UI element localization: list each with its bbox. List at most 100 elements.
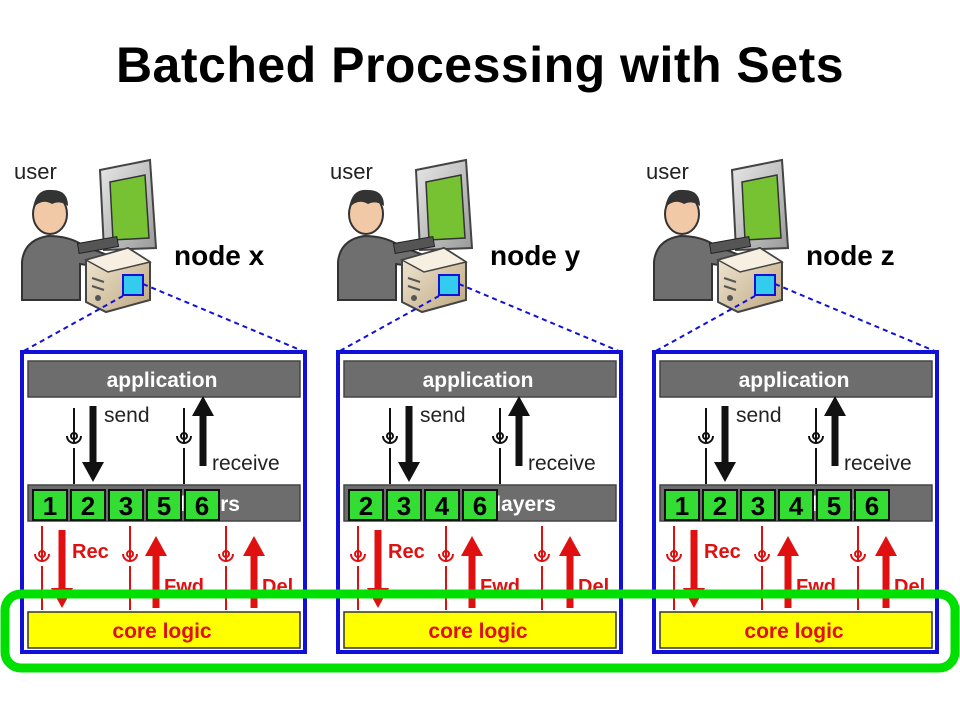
- fwd-arrow-head: [777, 536, 799, 556]
- application-label: application: [739, 369, 850, 392]
- set-item-label: 4: [789, 491, 804, 521]
- red-antenna-dot: [854, 550, 862, 558]
- red-antenna-cup: [122, 553, 138, 562]
- set-item-box: [348, 489, 384, 521]
- server-top: [716, 247, 784, 273]
- red-antenna-cup: [34, 553, 50, 562]
- set-item-box: [778, 489, 814, 521]
- set-item-box: [146, 489, 182, 521]
- application-bar: [659, 360, 933, 398]
- keyboard: [392, 236, 436, 254]
- keyboard: [708, 236, 752, 254]
- red-antenna-dot: [354, 550, 362, 558]
- set-item-box: [740, 489, 776, 521]
- red-antenna-cup: [350, 553, 366, 562]
- red-antenna-dot: [38, 550, 46, 558]
- del-arrow-head: [559, 536, 581, 556]
- user-label: user: [646, 159, 689, 184]
- rec-label: Rec: [388, 541, 425, 563]
- receive-antenna-dot: [496, 432, 504, 440]
- node-label: node x: [174, 240, 265, 271]
- fwd-arrow-head: [145, 536, 167, 556]
- application-label: application: [107, 369, 218, 392]
- set-item-label: 3: [397, 491, 411, 521]
- zoom-line-right: [774, 283, 938, 353]
- user-computer-icon: [653, 158, 790, 314]
- application-bar: [343, 360, 617, 398]
- receive-arrow-head: [192, 396, 214, 416]
- zoom-source-chip: [438, 274, 460, 296]
- monitor-screen: [425, 174, 466, 241]
- receive-antenna-dot: [180, 432, 188, 440]
- send-label: send: [104, 404, 150, 427]
- layers-label: layers: [495, 493, 556, 516]
- del-arrow-head: [875, 536, 897, 556]
- del-arrow-head: [243, 536, 265, 556]
- red-antenna-cup: [534, 553, 550, 562]
- set-item-box: [462, 489, 498, 521]
- set-item-box: [32, 489, 68, 521]
- user-computer-icon: [21, 158, 158, 314]
- application-bar: [27, 360, 301, 398]
- monitor-screen: [109, 174, 150, 241]
- zoom-source-chip: [754, 274, 776, 296]
- zoom-line-left: [21, 295, 124, 353]
- red-antenna-dot: [126, 550, 134, 558]
- keyboard: [76, 236, 120, 254]
- set-item-box: [70, 489, 106, 521]
- set-item-label: 3: [751, 491, 765, 521]
- send-label: send: [420, 404, 466, 427]
- zoom-line-right: [142, 283, 306, 353]
- user-computer-icon: [337, 158, 474, 314]
- person-hair: [33, 189, 68, 208]
- person-hair: [349, 189, 384, 208]
- fwd-arrow-head: [461, 536, 483, 556]
- set-item-label: 2: [81, 491, 95, 521]
- application-label: application: [423, 369, 534, 392]
- receive-label: receive: [212, 452, 280, 475]
- red-antenna-cup: [754, 553, 770, 562]
- set-item-label: 3: [119, 491, 133, 521]
- set-item-label: 2: [713, 491, 727, 521]
- core-logic-highlight: [0, 589, 960, 673]
- set-item-label: 6: [195, 491, 209, 521]
- node-frame: [336, 350, 623, 654]
- zoom-source-chip: [122, 274, 144, 296]
- receive-antenna-cup: [808, 435, 824, 444]
- core-logic-bar: [343, 611, 617, 649]
- red-antenna-cup: [666, 553, 682, 562]
- red-antenna-dot: [758, 550, 766, 558]
- set-item-box: [816, 489, 852, 521]
- receive-antenna-cup: [176, 435, 192, 444]
- set-item-box: [854, 489, 890, 521]
- receive-antenna-cup: [492, 435, 508, 444]
- slide-title: Batched Processing with Sets: [115, 37, 845, 93]
- send-antenna-dot: [70, 432, 78, 440]
- red-antenna-dot: [442, 550, 450, 558]
- set-item-box: [184, 489, 220, 521]
- receive-arrow-head: [508, 396, 530, 416]
- server-top: [400, 247, 468, 273]
- node-label: node y: [490, 240, 581, 271]
- core-logic-bar: [659, 611, 933, 649]
- set-item-box: [702, 489, 738, 521]
- core-logic-label: core logic: [112, 620, 212, 643]
- set-item-label: 4: [435, 491, 450, 521]
- monitor-screen: [741, 174, 782, 241]
- rec-label: Rec: [72, 541, 109, 563]
- server-top: [84, 247, 152, 273]
- receive-arrow-head: [824, 396, 846, 416]
- red-antenna-cup: [850, 553, 866, 562]
- send-antenna-dot: [386, 432, 394, 440]
- person-hair: [665, 189, 700, 208]
- send-label: send: [736, 404, 782, 427]
- user-label: user: [330, 159, 373, 184]
- send-arrow-head: [82, 462, 104, 482]
- zoom-line-left: [337, 295, 440, 353]
- set-item-label: 2: [359, 491, 373, 521]
- receive-antenna-dot: [812, 432, 820, 440]
